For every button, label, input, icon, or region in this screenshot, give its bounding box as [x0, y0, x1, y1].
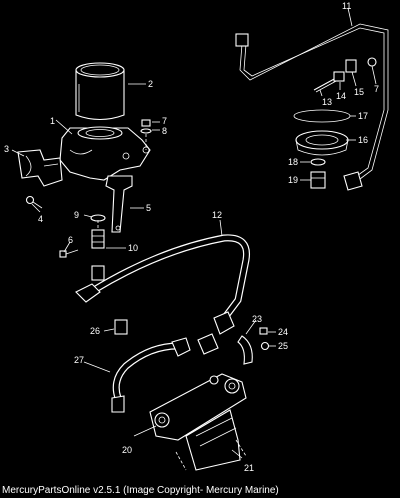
callout-2: 2 [148, 79, 153, 89]
part-3-mounting-clamp [17, 149, 63, 187]
callout-16: 16 [358, 135, 368, 145]
callout-25: 25 [278, 341, 288, 351]
callout-4: 4 [38, 214, 43, 224]
callout-26: 26 [90, 326, 100, 336]
part-12-fuel-hose [75, 234, 251, 335]
part-26-27-fitting-hose [111, 319, 191, 413]
callout-12: 12 [212, 210, 222, 220]
part-5-support-arm [105, 175, 133, 233]
part-16-17-bowl-seal [293, 109, 351, 156]
callout-10: 10 [128, 243, 138, 253]
callout-8: 8 [162, 126, 167, 136]
leader-lines [11, 7, 377, 459]
callout-3: 3 [4, 144, 9, 154]
callout-19: 19 [288, 175, 298, 185]
callout-18: 18 [288, 157, 298, 167]
part-2-filter-canister [75, 62, 125, 121]
part-1-filter-bracket [59, 126, 151, 181]
part-24-25-hardware [259, 327, 270, 351]
callout-11: 11 [342, 1, 351, 11]
part-23-hose-clamp [197, 333, 253, 365]
callout-1: 1 [50, 116, 55, 126]
callout-7-right: 7 [374, 84, 379, 94]
callout-24: 24 [278, 327, 288, 337]
part-13-14-15-stud-hardware [313, 57, 377, 93]
callout-14: 14 [336, 91, 346, 101]
callout-5: 5 [146, 203, 151, 213]
callout-6: 6 [68, 235, 73, 245]
part-4-screw [25, 195, 43, 209]
callout-20: 20 [122, 445, 132, 455]
part-7-8-screw-washer [140, 119, 152, 150]
part-21-mounting-bracket [175, 409, 247, 471]
callout-21: 21 [244, 463, 254, 473]
part-20-fuel-block [149, 373, 247, 441]
copyright-footer: MercuryPartsOnline v2.5.1 (Image Copyrig… [2, 485, 279, 496]
callout-15: 15 [354, 87, 364, 97]
part-6-bolt [59, 249, 79, 258]
callout-13: 13 [322, 97, 332, 107]
callout-9: 9 [74, 210, 79, 220]
callout-17: 17 [358, 111, 368, 121]
part-18-19-oring-fitting [310, 158, 326, 189]
part-11-fuel-line [235, 23, 389, 191]
callout-27: 27 [74, 355, 84, 365]
callout-labels: 1 2 3 4 5 6 7 7 8 9 10 11 12 13 14 15 16… [4, 1, 379, 473]
callout-7-left: 7 [162, 116, 167, 126]
part-9-10-washer-fitting [90, 214, 106, 249]
callout-23: 23 [252, 314, 262, 324]
